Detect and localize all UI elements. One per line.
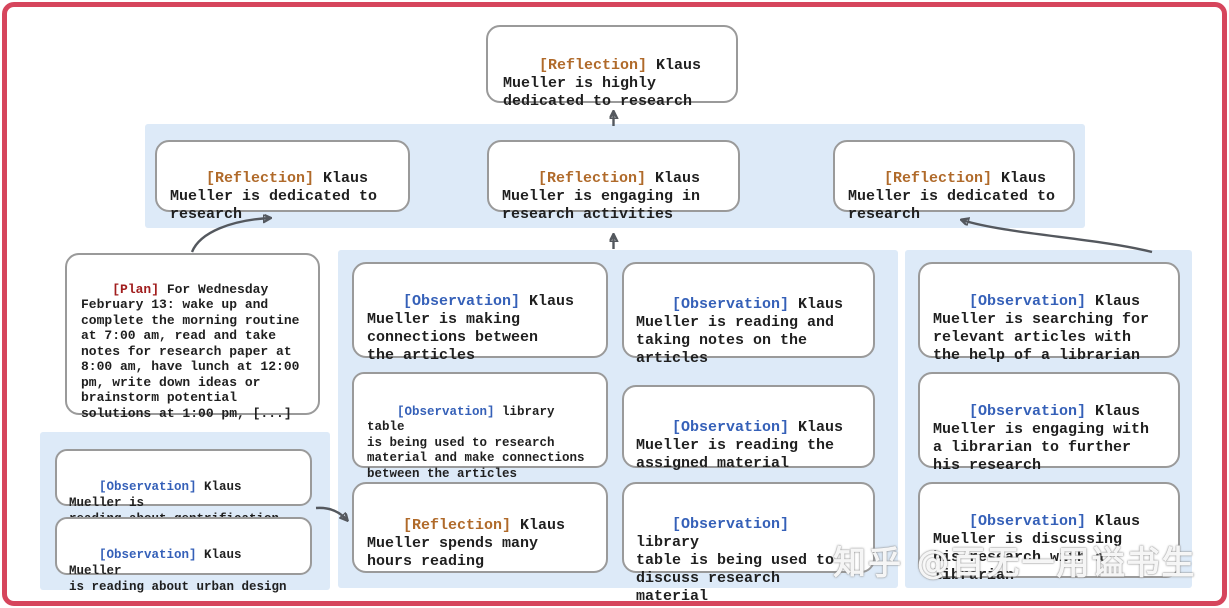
observation-tag: [Observation] bbox=[969, 403, 1087, 420]
node-reflection-right: [Reflection] Klaus Mueller is dedicated … bbox=[833, 140, 1075, 223]
node-observation-gentrification: [Observation] Klaus Mueller is reading a… bbox=[55, 449, 312, 526]
node-reflection-middle: [Reflection] Klaus Mueller is engaging i… bbox=[487, 140, 740, 223]
node-observation-searching-articles: [Observation] Klaus Mueller is searching… bbox=[918, 262, 1180, 364]
node-observation-reading-assigned-material: [Observation] Klaus Mueller is reading t… bbox=[622, 385, 875, 472]
node-observation-reading-taking-notes: [Observation] Klaus Mueller is reading a… bbox=[622, 262, 875, 367]
node-text: library table is being used to discuss r… bbox=[636, 534, 835, 605]
node-text: Klaus Mueller is discussing his research… bbox=[933, 513, 1141, 584]
node-text: library table is being used to research … bbox=[367, 404, 585, 481]
observation-tag: [Observation] bbox=[672, 419, 790, 436]
node-observation-urban-design: [Observation] Klaus Mueller is reading a… bbox=[55, 517, 312, 594]
node-observation-discussing-research: [Observation] Klaus Mueller is discussin… bbox=[918, 482, 1180, 584]
plan-tag: [Plan] bbox=[112, 281, 160, 297]
observation-tag: [Observation] bbox=[969, 513, 1087, 530]
node-text: Klaus Mueller is making connections betw… bbox=[367, 293, 575, 364]
node-observation-library-table-discuss: [Observation] library table is being use… bbox=[622, 482, 875, 605]
observation-tag: [Observation] bbox=[969, 293, 1087, 310]
node-text: Klaus Mueller is dedicated to research bbox=[170, 170, 378, 223]
node-text: Klaus Mueller is highly dedicated to res… bbox=[503, 57, 702, 110]
reflection-tag: [Reflection] bbox=[538, 170, 647, 187]
node-plan: [Plan] For Wednesday February 13: wake u… bbox=[65, 253, 320, 421]
node-text: Klaus Mueller is searching for relevant … bbox=[933, 293, 1150, 364]
node-text: Klaus Mueller spends many hours reading bbox=[367, 517, 566, 570]
observation-tag: [Observation] bbox=[99, 480, 197, 494]
zhihu-watermark: 知乎 @百无一用谥书生 bbox=[833, 543, 1197, 582]
reflection-tag: [Reflection] bbox=[884, 170, 993, 187]
observation-tag: [Observation] bbox=[672, 296, 790, 313]
observation-tag: [Observation] bbox=[99, 548, 197, 562]
observation-tag: [Observation] bbox=[403, 293, 521, 310]
node-observation-making-connections: [Observation] Klaus Mueller is making co… bbox=[352, 262, 608, 364]
node-text: For Wednesday February 13: wake up and c… bbox=[81, 281, 300, 421]
node-reflection-top: [Reflection] Klaus Mueller is highly ded… bbox=[486, 25, 738, 110]
node-text: Klaus Mueller is reading about urban des… bbox=[69, 548, 287, 594]
node-reflection-spends-hours-reading: [Reflection] Klaus Mueller spends many h… bbox=[352, 482, 608, 573]
node-observation-library-table-research: [Observation] library table is being use… bbox=[352, 372, 608, 481]
node-text: Klaus Mueller is dedicated to research bbox=[848, 170, 1056, 223]
reflection-tag: [Reflection] bbox=[403, 517, 512, 534]
reflection-tag: [Reflection] bbox=[206, 170, 315, 187]
node-observation-engaging-librarian: [Observation] Klaus Mueller is engaging … bbox=[918, 372, 1180, 474]
observation-tag: [Observation] bbox=[397, 404, 495, 419]
node-text: Klaus Mueller is engaging with a librari… bbox=[933, 403, 1150, 474]
node-text: Klaus Mueller is engaging in research ac… bbox=[502, 170, 701, 223]
observation-tag: [Observation] bbox=[672, 516, 790, 533]
node-text: Klaus Mueller is reading and taking note… bbox=[636, 296, 844, 367]
reflection-tag: [Reflection] bbox=[539, 57, 648, 74]
node-text: Klaus Mueller is reading the assigned ma… bbox=[636, 419, 844, 472]
node-reflection-left: [Reflection] Klaus Mueller is dedicated … bbox=[155, 140, 410, 223]
